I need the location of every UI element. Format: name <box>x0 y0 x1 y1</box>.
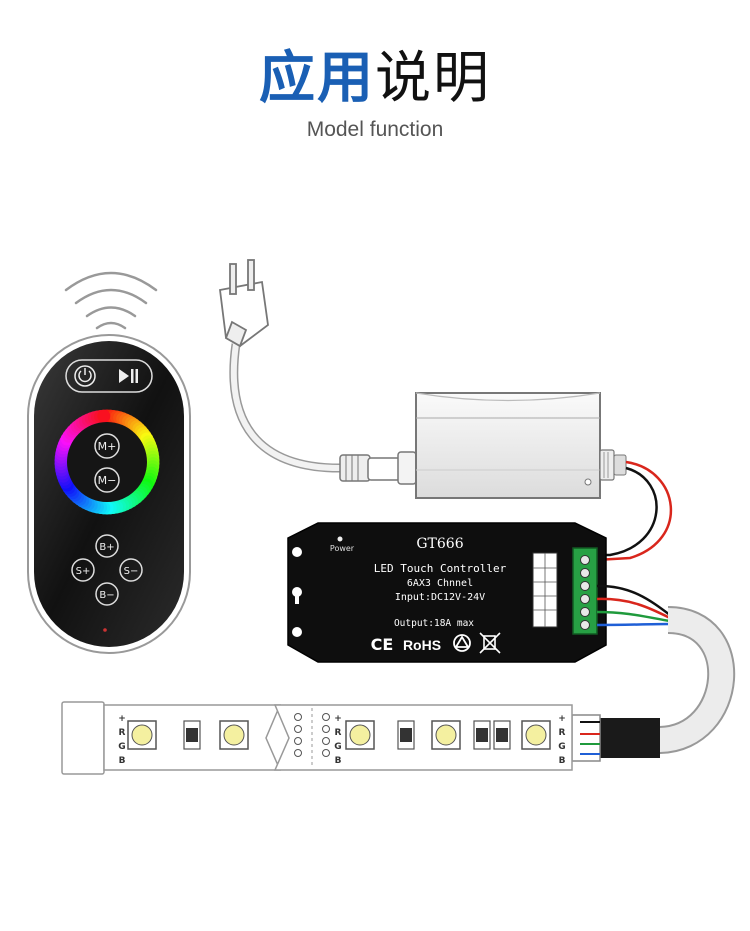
strip-cable <box>571 606 736 762</box>
pin-label-g: G <box>118 742 125 752</box>
controller-input: Input:DC12V-24V <box>395 592 485 603</box>
status-led <box>103 628 107 632</box>
s-plus-button: S+ <box>76 566 91 577</box>
power-icon <box>74 365 96 387</box>
s-minus-button: S− <box>124 566 139 577</box>
pin-label-g: G <box>558 742 565 752</box>
led-controller-gt666: Power GT666 LED Touch Controller 6AX3 Ch… <box>287 522 607 663</box>
power-indicator-label: Power <box>330 544 355 553</box>
power-plug <box>219 259 346 473</box>
m-plus-button: M+ <box>98 440 117 453</box>
controller-output: Output:18A max <box>394 618 474 629</box>
led-strip-left: + R G B <box>61 701 282 775</box>
rgb-output-wires <box>596 584 671 627</box>
pin-label-plus: + <box>334 714 342 724</box>
color-wheel-segment <box>97 409 111 423</box>
play-pause-icon <box>119 369 138 383</box>
pin-label-r: R <box>559 728 566 738</box>
pin-label-g: G <box>334 742 341 752</box>
power-adapter <box>339 392 627 499</box>
color-wheel <box>54 409 160 515</box>
controller-channel: 6AX3 Chnnel <box>407 578 473 589</box>
b-minus-button: B− <box>99 590 114 601</box>
title-highlight: 应用 <box>259 46 375 111</box>
resistor <box>493 720 511 750</box>
led-chip <box>345 720 375 750</box>
ce-mark: CE <box>371 635 394 654</box>
pin-label-r: R <box>119 728 126 738</box>
pin-label-b: B <box>119 756 126 766</box>
led-chip <box>219 720 249 750</box>
pin-label-b: B <box>335 756 342 766</box>
pin-label-r: R <box>335 728 342 738</box>
title-rest: 说明 <box>375 46 491 111</box>
resistor <box>473 720 491 750</box>
b-plus-button: B+ <box>99 542 114 553</box>
led-chip <box>127 720 157 750</box>
pin-label-b: B <box>559 756 566 766</box>
led-chip <box>431 720 461 750</box>
page-title: 应用说明 <box>0 44 750 114</box>
led-chip <box>521 720 551 750</box>
led-strip-right: + R G B + R G B <box>273 704 573 771</box>
resistor <box>397 720 415 750</box>
header: 应用说明 Model function <box>0 0 750 160</box>
pin-label-plus: + <box>558 714 566 724</box>
controller-name: LED Touch Controller <box>374 562 507 575</box>
rf-remote: M+ M− B+ S+ S− B− <box>27 334 191 654</box>
dc-wires <box>595 460 672 562</box>
controller-model: GT666 <box>416 536 463 552</box>
page-subtitle: Model function <box>306 118 444 141</box>
wireless-signal-icon <box>64 271 158 330</box>
pin-label-plus: + <box>118 714 126 724</box>
weee-bin-icon <box>479 632 501 654</box>
resistor <box>183 720 201 750</box>
m-minus-button: M− <box>98 474 117 487</box>
recycle-icon <box>453 634 471 652</box>
rohs-mark: RoHS <box>403 637 441 653</box>
